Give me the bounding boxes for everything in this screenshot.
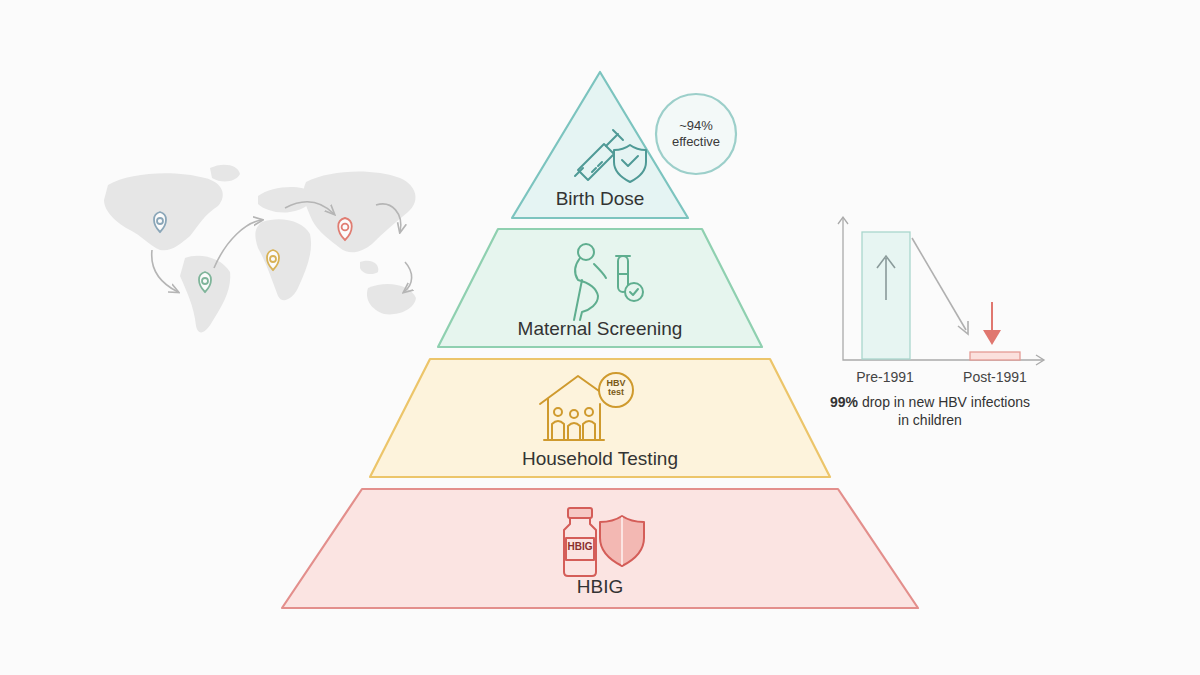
axis-label: Post-1991: [955, 369, 1035, 385]
maternal-icon: [574, 244, 643, 320]
tier-label: HBIG: [577, 576, 623, 598]
tier-label: Birth Dose: [556, 188, 645, 210]
tier-label: Maternal Screening: [518, 318, 683, 340]
migration-arrows: [152, 202, 412, 292]
pyramid-tier: HBIG: [280, 487, 920, 610]
caption-emphasis: 99%: [830, 394, 858, 410]
chart-caption: 99% drop in new HBV infections in childr…: [825, 393, 1035, 429]
vial-label: HBIG: [566, 541, 594, 552]
pyramid-tier: Household Testing: [368, 357, 832, 479]
badge-text: HBV test: [601, 379, 631, 398]
pyramid-tier: Maternal Screening: [436, 227, 764, 349]
world-map: [104, 165, 416, 333]
tier-label: Household Testing: [522, 448, 678, 470]
syringe-icon: [575, 130, 646, 182]
hbig-vial-icon: [564, 508, 644, 576]
map-pins: [154, 212, 352, 292]
bar-chart: [838, 217, 1044, 365]
callout-circle: ~94% effective: [654, 92, 738, 176]
axis-label: Pre-1991: [845, 369, 925, 385]
household-icon: [540, 373, 633, 440]
callout-text: ~94% effective: [666, 118, 726, 149]
caption-text: drop in new HBV infections in children: [862, 394, 1030, 428]
